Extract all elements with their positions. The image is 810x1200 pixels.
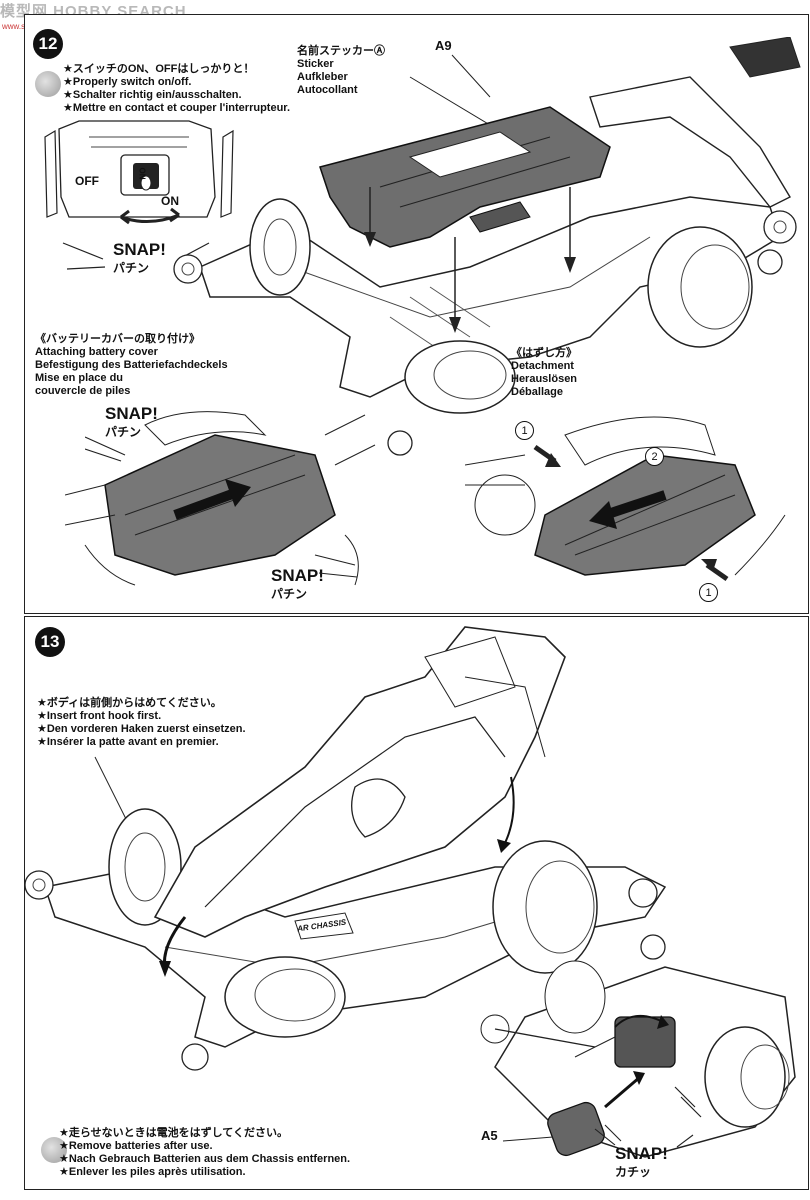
body-chassis-illustration [25,626,667,1071]
battery-note: ★走らせないときは電池をはずしてください。 ★Remove batteries … [59,1127,351,1178]
attach-cover-illustration [65,411,376,586]
snap-label-battery: SNAP! カチッ [615,1144,668,1180]
step-12-badge: 12 [33,29,63,59]
snap-label-attach-bottom: SNAP! パチン [271,566,324,602]
step-12-panel: 12 ★スイッチのON、OFFはしっかりと！ ★Properly switch … [24,14,809,614]
switch-on-label: ON [161,194,179,208]
switch-note: ★スイッチのON、OFFはしっかりと！ ★Properly switch on/… [63,63,291,114]
attach-cover-title: 《バッテリーカバーの取り付け》 Attaching battery cover … [35,333,228,397]
snap-lines-attach [85,436,358,578]
switch-illustration [44,120,234,225]
body-note: ★ボディは前側からはめてください。 ★Insert front hook fir… [37,697,246,748]
part-a5-leader [502,1136,554,1142]
snap-label-attach-top: SNAP! パチン [105,404,158,440]
snap-lines-battery [594,1124,694,1148]
detach-step-1-marker-top: 1 [515,421,534,440]
detach-step-2-marker: 2 [645,447,664,466]
snap-lines-switch [62,242,210,272]
note-bullet-icon [35,71,61,97]
switch-on-mark: ON [137,167,147,180]
detach-step-1-marker-bottom: 1 [699,583,718,602]
snap-label-switch: SNAP! パチン [113,240,166,276]
switch-off-label: OFF [75,174,99,188]
chassis-battery-cover-assembly [173,37,801,456]
detach-cover-illustration [465,416,786,582]
sticker-label: 名前ステッカーⒶ Sticker Aufkleber Autocollant [297,45,385,96]
part-a9-label: A9 [435,38,452,53]
part-a5-label: A5 [481,1128,498,1143]
step-13-panel: 13 ★ボディは前側からはめてください。 ★Insert front hook … [24,616,809,1190]
detach-title: 《はずし方》 Detachment Herauslösen Déballage [511,347,578,398]
battery-removal-illustration [480,960,796,1158]
step-13-badge: 13 [35,627,65,657]
note-bullet-icon [41,1137,67,1163]
